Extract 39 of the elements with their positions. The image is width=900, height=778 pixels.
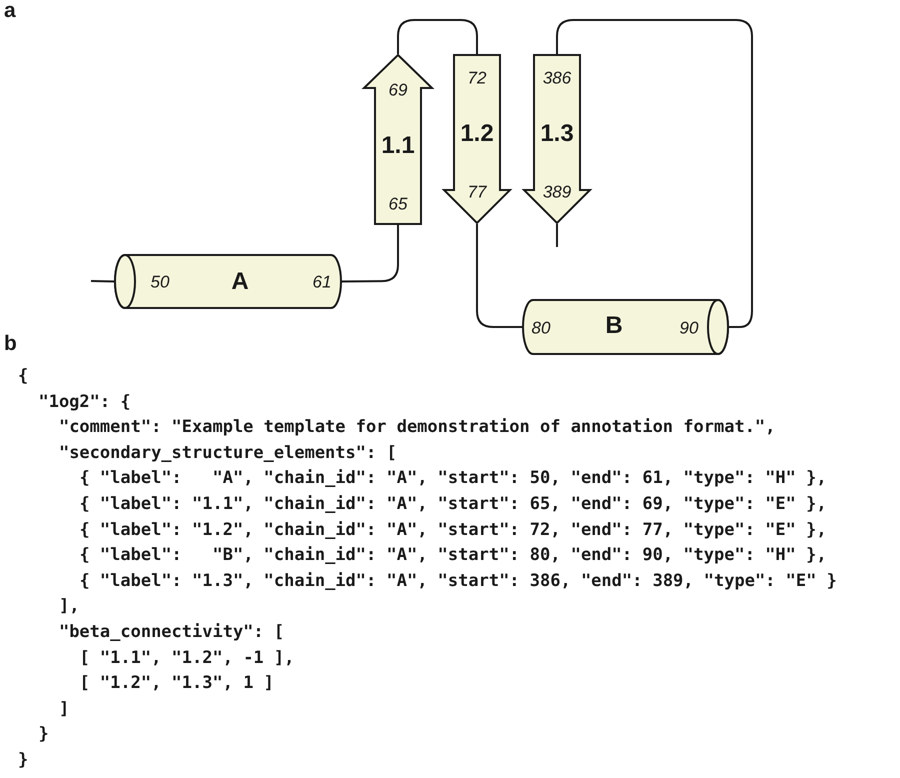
panel-letter: a (4, 0, 16, 21)
element-label: A (231, 270, 249, 294)
code-line: [ "1.2", "1.3", 1 ] (79, 673, 274, 694)
panel-letter: b (4, 333, 17, 354)
residue-number: 386 (542, 70, 572, 86)
connector-line (476, 224, 523, 328)
connector-line (556, 224, 558, 247)
residue-number: 72 (468, 70, 486, 86)
code-line: "secondary_structure_elements": [ (58, 442, 397, 463)
code-line: "comment": "Example template for demonstration of annotation format.", (58, 417, 776, 438)
code-line: ], (58, 596, 80, 616)
residue-number: 61 (312, 274, 332, 290)
residue-number: 69 (388, 82, 408, 98)
element-label: B (605, 314, 623, 338)
code-line: { "label": "1.3", "chain_id": "A", "start": 386, "end": 389, "type": "E" } (79, 570, 837, 591)
code-line: "beta_connectivity": [ (58, 622, 284, 642)
code-line: } (38, 724, 49, 744)
element-label: 1.1 (381, 134, 415, 158)
code-line: { "label": "B", "chain_id": "A", "start": 80, "end": 90, "type": "H" }, (79, 545, 827, 566)
residue-number: 65 (388, 196, 408, 212)
connector-line (397, 19, 478, 54)
code-line: "1og2": { (38, 392, 131, 412)
code-line: { "label": "A", "chain_id": "A", "start": 50, "end": 61, "type": "H" }, (79, 468, 827, 488)
residue-number: 90 (680, 320, 698, 336)
code-line: { "label": "1.1", "chain_id": "A", "start": 65, "end": 69, "type": "E" }, (79, 494, 827, 514)
code-line: [ "1.1", "1.2", -1 ], (79, 648, 294, 668)
code-line: } (18, 750, 28, 770)
code-line: ] (58, 698, 70, 719)
residue-number: 80 (532, 320, 550, 336)
element-label: 1.2 (460, 122, 494, 146)
residue-number: 389 (542, 184, 572, 200)
connector-line (340, 225, 399, 282)
element-label: 1.3 (540, 122, 574, 146)
connector-line (556, 19, 753, 328)
code-line: { (18, 366, 28, 386)
residue-number: 77 (468, 184, 486, 200)
residue-number: 50 (150, 274, 170, 290)
code-line: { "label": "1.2", "chain_id": "A", "start": 72, "end": 77, "type": "E" }, (79, 520, 827, 540)
connector-line (90, 280, 116, 282)
